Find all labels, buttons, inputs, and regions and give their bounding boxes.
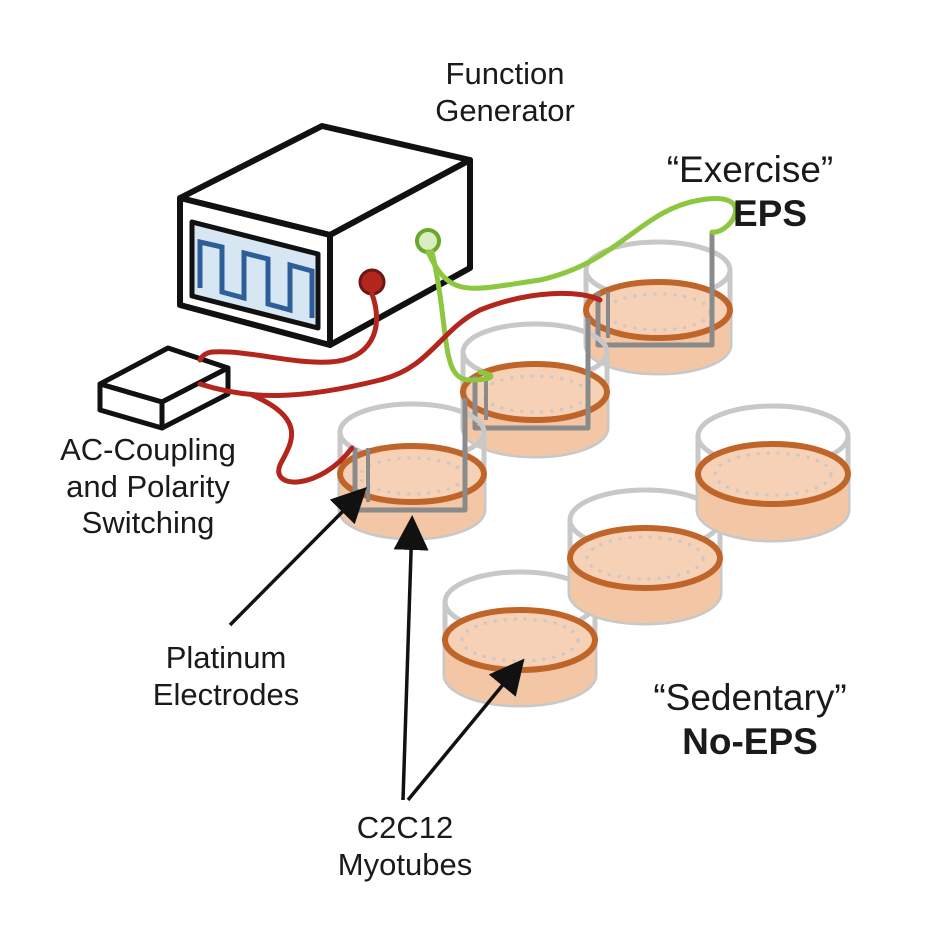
label-line: C2C12 (356, 810, 454, 845)
label-line: Electrodes (152, 676, 300, 712)
dish-eps-front (337, 398, 487, 541)
label-line: AC-Coupling (60, 432, 236, 467)
red-wire-eps-back (197, 290, 603, 398)
red-wire-eps-front (249, 392, 355, 485)
label-line: and Polarity (66, 468, 230, 504)
arrow-myotubes-sedentary (406, 658, 525, 802)
label-ac-coupling: AC-Coupling and Polarity Switching (28, 432, 268, 542)
dish-sedentary-back (695, 403, 851, 543)
red-output-jack (358, 268, 386, 296)
label-line: Platinum (165, 640, 287, 675)
label-line: Myotubes (337, 846, 473, 882)
electrode-frame (472, 318, 591, 431)
label-function-generator: Function Generator (400, 56, 610, 129)
green-output-jack (415, 228, 441, 254)
arrow-myotubes-eps (393, 515, 429, 801)
label-line: “Sedentary” (653, 677, 847, 718)
label-line: Switching (81, 505, 215, 541)
label-line: “Exercise” (666, 149, 834, 190)
label-line: Generator (435, 92, 575, 128)
label-line: EPS (732, 192, 808, 234)
label-line: Function (445, 56, 565, 91)
arrow-platinum-electrodes (228, 487, 367, 627)
green-wire-branch (429, 249, 494, 383)
green-wire (425, 196, 738, 291)
dish-eps-middle (460, 318, 610, 459)
wires (197, 196, 738, 485)
label-line: No-EPS (682, 720, 818, 762)
switch-box-icon (97, 345, 231, 431)
electrode-frame (595, 232, 715, 348)
annotation-arrows (228, 487, 525, 802)
label-sedentary-no-eps: “Sedentary” No-EPS (610, 676, 890, 763)
electrode-frame (352, 398, 468, 513)
red-wire-generator (197, 291, 379, 365)
square-wave-icon (197, 238, 315, 318)
dish-eps-back (583, 232, 733, 376)
dish-sedentary-middle (567, 487, 723, 626)
label-c2c12-myotubes: C2C12 Myotubes (290, 810, 520, 883)
function-generator-icon (177, 123, 473, 348)
label-exercise-eps: “Exercise” EPS (650, 148, 850, 235)
label-platinum-electrodes: Platinum Electrodes (106, 640, 346, 713)
